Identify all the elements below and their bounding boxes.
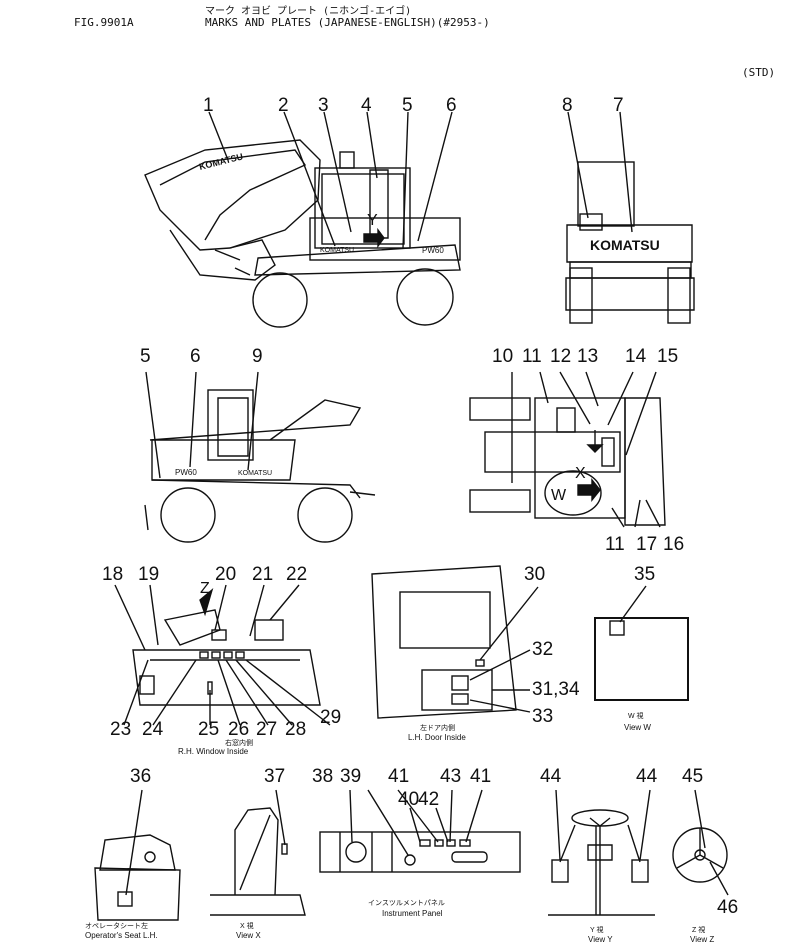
lh-door-jp: 左ドア内側 <box>420 723 455 732</box>
panel-caption: Instrument Panel <box>382 909 443 918</box>
svg-text:KOMATSU: KOMATSU <box>238 470 272 477</box>
callout-11: 11 <box>522 346 542 367</box>
std-label: (STD) <box>742 66 776 79</box>
callout-31-34: 31,34 <box>532 679 580 700</box>
callout-10: 10 <box>492 346 513 367</box>
view-y-letter: Y <box>367 212 378 229</box>
callout-12: 12 <box>550 346 571 367</box>
callout-42: 42 <box>418 789 439 810</box>
operator-seat-view: オペレータシート左 Operator's Seat L.H. <box>85 789 181 940</box>
model-plate: PW60 <box>422 246 444 255</box>
callout-5: 5 <box>402 95 413 116</box>
callout-26: 26 <box>228 719 249 740</box>
callout-19: 19 <box>138 564 159 585</box>
view-x-letter: X <box>575 465 586 482</box>
view-y-jp: Y 視 <box>590 925 604 934</box>
top-view-excavator: W X <box>469 371 666 528</box>
callout-40: 40 <box>398 789 419 810</box>
callout-22: 22 <box>286 564 307 585</box>
callout-28: 28 <box>285 719 306 740</box>
callout-7: 7 <box>613 95 624 116</box>
callout-11b: 11 <box>605 534 625 555</box>
figure-number: FIG.9901A <box>74 16 134 29</box>
view-z: Z 視 View Z <box>672 789 729 944</box>
callout-39: 39 <box>340 766 361 787</box>
panel-jp: インスツルメントパネル <box>368 899 445 907</box>
view-z-jp: Z 視 <box>692 925 705 934</box>
view-w-letter: W <box>551 487 567 504</box>
rh-window-view: Z 右窓内側 R.H. Window Inside <box>114 580 331 756</box>
side-view-left: PW60 KOMATSU <box>144 371 376 543</box>
lh-door-caption: L.H. Door Inside <box>408 733 466 742</box>
callout-3: 3 <box>318 95 329 116</box>
callout-4: 4 <box>361 95 372 116</box>
callout-30: 30 <box>524 564 545 585</box>
callout-9: 9 <box>252 346 263 367</box>
view-w: W 視 View W <box>594 585 689 732</box>
callout-36: 36 <box>130 766 151 787</box>
boom-logo: KOMATSU <box>198 151 244 172</box>
callout-1: 1 <box>203 95 214 116</box>
view-x-caption: View X <box>236 931 261 940</box>
view-y-caption: View Y <box>588 935 613 944</box>
callout-18: 18 <box>102 564 123 585</box>
callout-23: 23 <box>110 719 131 740</box>
view-z-caption: View Z <box>690 935 714 944</box>
view-x-jp: X 視 <box>240 921 254 930</box>
callout-2: 2 <box>278 95 289 116</box>
instrument-panel-view: インスツルメントパネル Instrument Panel <box>319 789 521 918</box>
callout-numbers: 1 2 3 4 5 6 7 8 5 6 9 10 11 12 13 14 15 … <box>102 95 738 918</box>
japanese-title: マーク オヨビ プレート (ニホンゴ-エイゴ) <box>205 6 412 17</box>
seat-jp: オペレータシート左 <box>85 921 148 930</box>
callout-46: 46 <box>717 897 738 918</box>
callout-21: 21 <box>252 564 273 585</box>
view-w-jp: W 視 <box>628 711 644 720</box>
figure-title: MARKS AND PLATES (JAPANESE-ENGLISH)(#295… <box>205 16 490 29</box>
callout-6: 6 <box>446 95 457 116</box>
callout-45: 45 <box>682 766 703 787</box>
view-w-caption: View W <box>624 723 651 732</box>
callout-6b: 6 <box>190 346 201 367</box>
callout-37: 37 <box>264 766 285 787</box>
view-z-letter: Z <box>200 580 210 597</box>
callout-44b: 44 <box>636 766 658 787</box>
callout-13: 13 <box>577 346 598 367</box>
callout-27: 27 <box>256 719 277 740</box>
callout-25: 25 <box>198 719 219 740</box>
rear-view-excavator: KOMATSU <box>565 111 695 324</box>
callout-15: 15 <box>657 346 678 367</box>
model-plate-2: PW60 <box>175 468 197 477</box>
callout-33: 33 <box>532 706 553 727</box>
callout-17: 17 <box>636 534 657 555</box>
callout-24: 24 <box>142 719 164 740</box>
callout-43: 43 <box>440 766 461 787</box>
seat-caption: Operator's Seat L.H. <box>85 931 158 940</box>
callout-41b: 41 <box>470 766 491 787</box>
rear-logo: KOMATSU <box>590 237 660 253</box>
callout-44: 44 <box>540 766 562 787</box>
callout-8: 8 <box>562 95 573 116</box>
callout-16: 16 <box>663 534 684 555</box>
callout-14: 14 <box>625 346 647 367</box>
callout-32: 32 <box>532 639 553 660</box>
callout-29: 29 <box>320 707 341 728</box>
callout-35: 35 <box>634 564 655 585</box>
svg-text:KOMATSU: KOMATSU <box>320 247 354 254</box>
lh-door-view: 左ドア内側 L.H. Door Inside <box>371 565 539 742</box>
rh-window-jp: 右窓内側 <box>225 738 253 747</box>
view-x: X 視 View X <box>210 789 306 940</box>
side-view-excavator: KOMATSU PW60 KOMATSU Y <box>144 111 461 328</box>
callout-20: 20 <box>215 564 236 585</box>
rh-window-caption: R.H. Window Inside <box>178 747 249 756</box>
callout-41: 41 <box>388 766 409 787</box>
callout-38: 38 <box>312 766 333 787</box>
view-y: Y 視 View Y <box>548 789 655 944</box>
callout-5b: 5 <box>140 346 151 367</box>
